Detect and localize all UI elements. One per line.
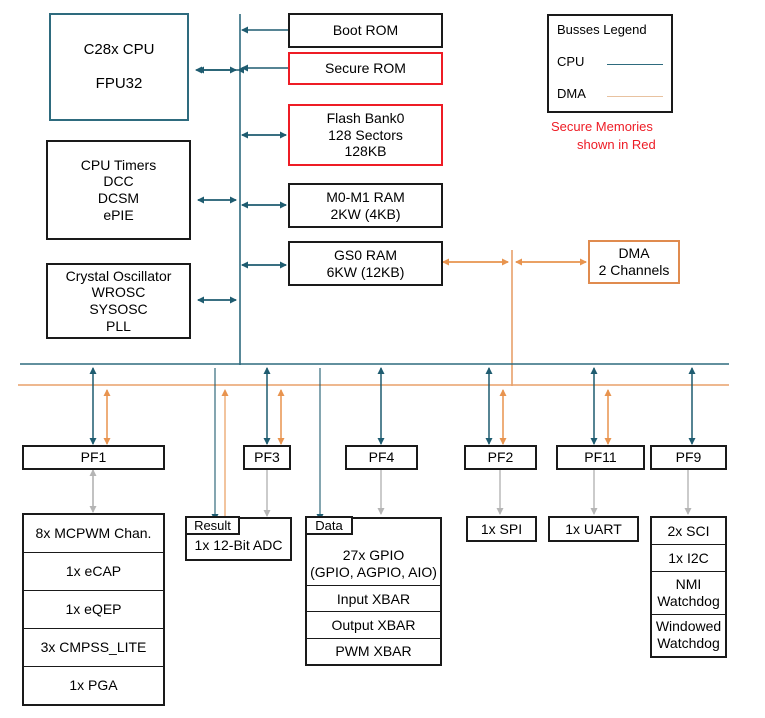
m0m1-line-2: 2KW (4KB) xyxy=(330,205,401,222)
nmi-watchdog-line-1: NMI xyxy=(675,575,702,592)
m0m1-line-1: M0-M1 RAM xyxy=(326,188,405,205)
pf-box-pf2[interactable]: PF2 xyxy=(464,445,537,470)
peripheral-mcpwm[interactable]: 8x MCPWM Chan. xyxy=(24,515,163,553)
windowed-watchdog-line-1: Windowed xyxy=(655,618,722,635)
gpio-data-label: Data xyxy=(315,518,343,533)
c28x-cpu-block: C28x CPU FPU32 xyxy=(49,13,189,121)
legend-dma-label: DMA xyxy=(557,86,586,101)
memory-m0-m1-ram: M0-M1 RAM 2KW (4KB) xyxy=(288,183,443,228)
spi-label: 1x SPI xyxy=(480,520,523,537)
input-xbar-cell[interactable]: Input XBAR xyxy=(307,586,440,613)
dma-block: DMA 2 Channels xyxy=(588,240,680,284)
pf4-label: PF4 xyxy=(368,449,395,466)
gpio-xbar-stack: 27x GPIO (GPIO, AGPIO, AIO) Input XBAR O… xyxy=(305,517,442,666)
pf3-label: PF3 xyxy=(254,449,280,466)
gs0-line-1: GS0 RAM xyxy=(333,246,397,263)
peripheral-pga[interactable]: 1x PGA xyxy=(69,677,118,694)
timers-line-1: CPU Timers xyxy=(80,156,157,173)
spi-block[interactable]: 1x SPI xyxy=(466,516,537,542)
uart-block[interactable]: 1x UART xyxy=(548,516,639,542)
pf9-peripheral-stack: 2x SCI 1x I2C NMI Watchdog Windowed Watc… xyxy=(650,516,727,658)
pf9-label: PF9 xyxy=(675,449,702,466)
flash-line-1: Flash Bank0 xyxy=(326,110,405,127)
adc-result-tab: Result xyxy=(185,516,240,535)
pf2-label: PF2 xyxy=(487,449,514,466)
pf-box-pf9[interactable]: PF9 xyxy=(650,445,727,470)
clock-line-4: PLL xyxy=(106,317,131,334)
secure-memories-note-line1: Secure Memories xyxy=(551,119,653,134)
busses-legend: Busses Legend CPU DMA xyxy=(547,14,673,113)
dma-line-1: DMA xyxy=(618,245,650,262)
windowed-watchdog-line-2: Watchdog xyxy=(657,635,720,652)
gpio-main-cell[interactable]: 27x GPIO (GPIO, AGPIO, AIO) xyxy=(307,519,440,586)
gpio-line-1: 27x GPIO xyxy=(342,547,405,564)
cpu-line-1: C28x CPU xyxy=(83,41,155,59)
windowed-watchdog-cell[interactable]: Windowed Watchdog xyxy=(652,615,725,657)
memory-gs0-ram: GS0 RAM 6KW (12KB) xyxy=(288,241,443,286)
flash-line-3: 128KB xyxy=(344,143,387,160)
legend-cpu-swatch xyxy=(607,64,663,65)
clock-line-1: Crystal Oscillator xyxy=(65,267,172,284)
legend-title: Busses Legend xyxy=(557,22,647,37)
boot-rom-label: Boot ROM xyxy=(332,22,399,39)
dma-line-2: 2 Channels xyxy=(598,262,670,278)
cpu-line-2: FPU32 xyxy=(95,75,143,92)
adc-result-label: Result xyxy=(194,518,231,533)
pf1-label: PF1 xyxy=(80,449,107,466)
pf-box-pf1[interactable]: PF1 xyxy=(22,445,165,470)
nmi-watchdog-cell[interactable]: NMI Watchdog xyxy=(652,572,725,615)
flash-line-2: 128 Sectors xyxy=(328,126,403,143)
nmi-watchdog-line-2: Watchdog xyxy=(657,592,720,609)
memory-secure-rom: Secure ROM xyxy=(288,52,443,85)
legend-dma-swatch xyxy=(607,96,663,97)
timers-line-2: DCC xyxy=(103,173,134,190)
clock-line-3: SYSOSC xyxy=(89,301,148,317)
timers-line-3: DCSM xyxy=(97,190,140,206)
peripheral-eqep[interactable]: 1x eQEP xyxy=(24,591,163,629)
memory-boot-rom: Boot ROM xyxy=(288,13,443,48)
peripheral-ecap[interactable]: 1x eCAP xyxy=(24,553,163,591)
timers-line-4: ePIE xyxy=(103,206,134,223)
adc-label: 1x 12-Bit ADC xyxy=(194,537,283,554)
legend-cpu-label: CPU xyxy=(557,54,585,69)
cpu-timers-block: CPU Timers DCC DCSM ePIE xyxy=(46,140,191,240)
gpio-line-2: (GPIO, AGPIO, AIO) xyxy=(310,564,437,581)
output-xbar-cell[interactable]: Output XBAR xyxy=(307,612,440,639)
secure-memories-note-line2: shown in Red xyxy=(577,137,656,152)
memory-flash-bank0: Flash Bank0 128 Sectors 128KB xyxy=(288,104,443,166)
gpio-data-tab: Data xyxy=(305,516,353,535)
crystal-oscillator-block: Crystal Oscillator WROSC SYSOSC PLL xyxy=(46,263,191,339)
peripheral-cmpss-lite[interactable]: 3x CMPSS_LITE xyxy=(24,629,163,667)
secure-rom-label: Secure ROM xyxy=(325,60,406,77)
clock-line-2: WROSC xyxy=(91,284,146,301)
sci-cell[interactable]: 2x SCI xyxy=(652,518,725,545)
pf-box-pf11[interactable]: PF11 xyxy=(556,445,645,470)
pf-box-pf3[interactable]: PF3 xyxy=(243,445,291,470)
i2c-cell[interactable]: 1x I2C xyxy=(652,545,725,572)
gs0-line-2: 6KW (12KB) xyxy=(326,263,405,280)
pf-box-pf4[interactable]: PF4 xyxy=(345,445,418,470)
pf1-peripheral-stack: 8x MCPWM Chan. 1x eCAP 1x eQEP 3x CMPSS_… xyxy=(22,513,165,706)
pf11-label: PF11 xyxy=(584,449,617,466)
pwm-xbar-cell[interactable]: PWM XBAR xyxy=(335,643,412,660)
uart-label: 1x UART xyxy=(565,520,622,537)
